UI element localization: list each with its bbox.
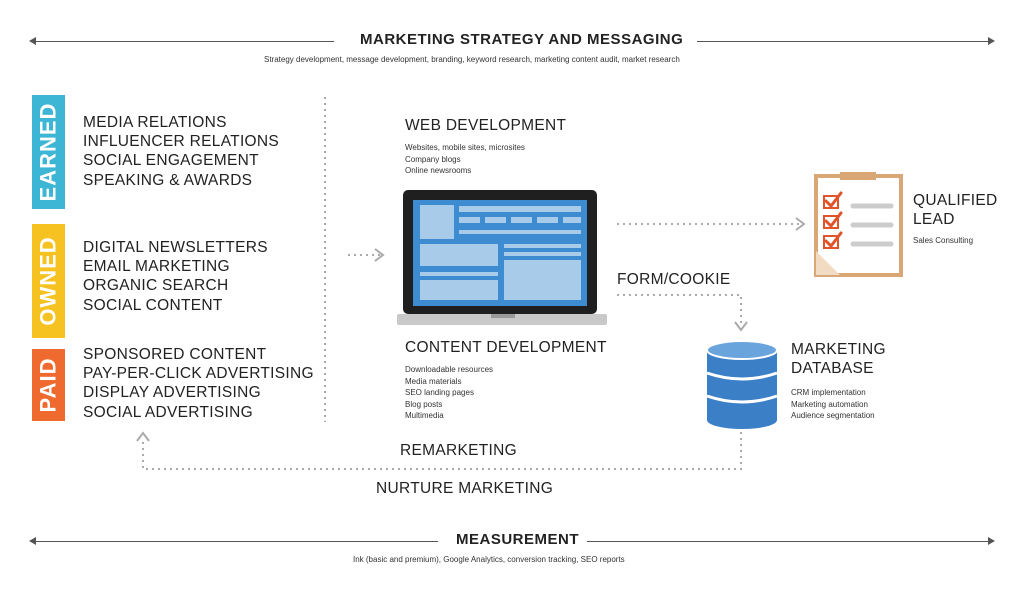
bottom-arrow-left-icon [29,537,36,545]
chevron-right-icon [374,248,385,262]
return-loop-arrow [142,432,742,470]
lead-subtitle: Sales Consulting [913,236,974,245]
list-item: PAY-PER-CLICK ADVERTISING [83,365,314,383]
database-title-line2: DATABASE [791,360,874,377]
list-item: Marketing automation [791,399,868,409]
list-item: Online newsrooms [405,166,472,175]
top-arrow-left-icon [29,37,36,45]
top-title: MARKETING STRATEGY AND MESSAGING [360,31,684,48]
list-item: Websites, mobile sites, microsites [405,143,525,152]
bottom-subtitle: Ink (basic and premium), Google Analytic… [353,555,625,564]
database-title-line1: MARKETING [791,341,886,358]
list-item: Media materials [405,376,462,386]
lead-title-line1: QUALIFIED [913,192,998,209]
top-subtitle: Strategy development, message developmen… [264,55,680,64]
earned-list: MEDIA RELATIONS INFLUENCER RELATIONS SOC… [83,113,279,190]
database-icon [706,340,778,429]
list-item: SPEAKING & AWARDS [83,171,253,189]
form-cookie-label: FORM/COOKIE [617,271,731,288]
list-item: Multimedia [405,411,444,420]
owned-list: DIGITAL NEWSLETTERS EMAIL MARKETING ORGA… [83,238,268,315]
form-cookie-arrow [617,294,742,325]
bottom-line-left [34,541,438,542]
database-list: CRM implementation Marketing automation … [791,387,875,422]
list-item: Blog posts [405,399,443,409]
remarketing-label: REMARKETING [400,442,517,459]
list-item: Company blogs [405,154,461,164]
web-dev-list: Websites, mobile sites, microsites Compa… [405,142,525,177]
bottom-line-right [587,541,991,542]
list-item: DIGITAL NEWSLETTERS [83,239,268,256]
paid-list: SPONSORED CONTENT PAY-PER-CLICK ADVERTIS… [83,345,314,422]
web-dev-title: WEB DEVELOPMENT [405,117,567,134]
paid-bar: PAID [32,349,65,421]
content-dev-title: CONTENT DEVELOPMENT [405,339,607,356]
chevron-up-icon [136,431,150,442]
top-arrow-right-icon [988,37,995,45]
list-item: DISPLAY ADVERTISING [83,384,261,402]
list-item: CRM implementation [791,388,866,397]
list-item: SEO landing pages [405,388,474,397]
list-item: MEDIA RELATIONS [83,114,227,131]
list-item: EMAIL MARKETING [83,258,230,276]
chevron-right-icon [795,217,806,231]
nurture-label: NURTURE MARKETING [376,480,554,497]
top-line-right [697,41,991,42]
list-item: SPONSORED CONTENT [83,346,267,363]
owned-bar: OWNED [32,224,65,338]
bottom-arrow-right-icon [988,537,995,545]
top-line-left [34,41,334,42]
bottom-title: MEASUREMENT [456,531,580,548]
list-item: INFLUENCER RELATIONS [83,133,280,151]
list-item: SOCIAL CONTENT [83,296,223,314]
lead-title-line2: LEAD [913,211,955,228]
list-item: SOCIAL ENGAGEMENT [83,152,259,170]
content-dev-list: Downloadable resources Media materials S… [405,364,493,422]
earned-bar: EARNED [32,95,65,209]
list-item: SOCIAL ADVERTISING [83,403,253,421]
laptop-icon [397,190,607,325]
chevron-down-icon [734,321,748,332]
list-item: Downloadable resources [405,365,494,374]
list-item: ORGANIC SEARCH [83,277,229,295]
list-item: Audience segmentation [791,411,875,420]
clipboard-icon [814,172,903,277]
